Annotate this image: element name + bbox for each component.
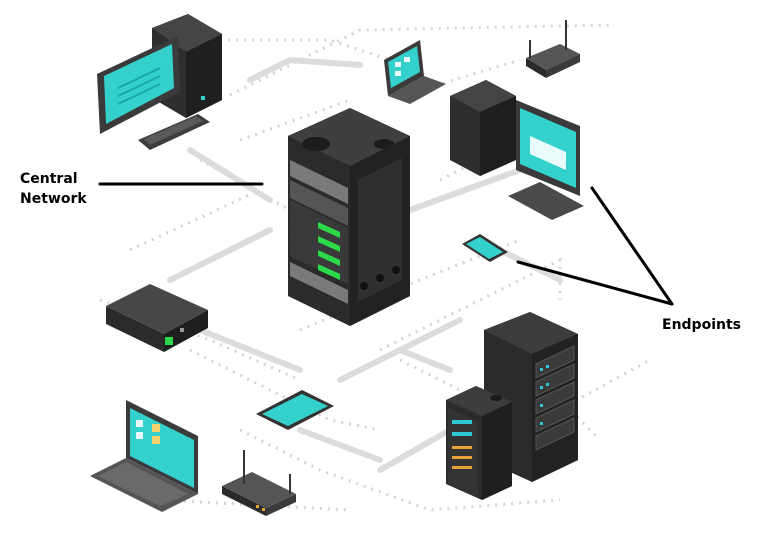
desktop-computer-right — [450, 80, 584, 220]
laptop-bottom-left — [90, 400, 198, 512]
router-top-right — [526, 20, 580, 78]
endpoints-callout-line-upper — [590, 186, 674, 306]
tablet-bottom — [256, 390, 334, 430]
central-network-label-line1: Central — [20, 171, 78, 187]
central-network-label-line2: Network — [20, 191, 87, 207]
endpoints-label: Endpoints — [662, 317, 741, 333]
router-bottom — [222, 450, 296, 516]
callout-lines — [98, 182, 674, 306]
endpoints-callout-line-lower — [516, 260, 674, 306]
monitor-screen — [104, 44, 174, 124]
server-rack-central — [288, 108, 410, 326]
desktop-computer-top-left — [97, 14, 222, 150]
server-cluster-bottom-right — [446, 312, 578, 500]
tablet-right — [462, 234, 508, 262]
network-switch-left — [106, 284, 208, 352]
central-network-label: Central Network — [20, 169, 110, 209]
rack-unit-panel — [290, 160, 348, 304]
laptop-top — [384, 40, 446, 104]
